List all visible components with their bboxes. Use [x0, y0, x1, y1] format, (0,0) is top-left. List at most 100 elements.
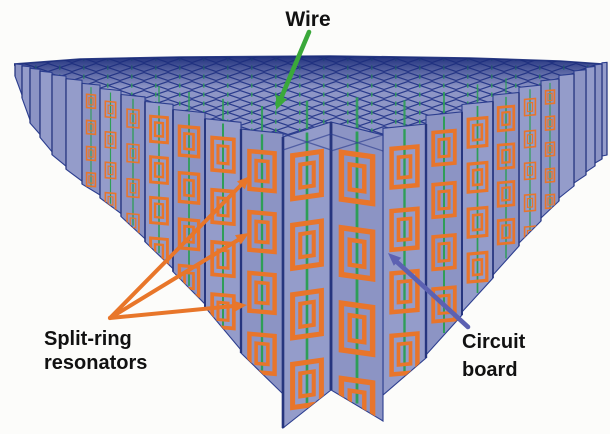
outer-ring: [338, 149, 376, 207]
outer-ring: [210, 135, 236, 174]
split-ring-resonator: [247, 148, 277, 194]
inner-ring: [216, 143, 230, 166]
inner-ring: [396, 278, 413, 305]
circuit-board-face: [573, 69, 587, 185]
outer-ring: [290, 148, 324, 202]
split-ring-resonator: [290, 148, 324, 202]
inner-ring: [437, 189, 451, 211]
inner-ring: [183, 131, 195, 152]
inner-ring: [347, 161, 367, 194]
outer-ring: [247, 270, 277, 316]
board-decor: [85, 87, 97, 188]
split-ring-resonator: [466, 205, 489, 239]
inner-ring: [88, 123, 94, 132]
inner-ring: [501, 223, 511, 240]
outer-ring: [496, 104, 516, 133]
inner-ring: [153, 161, 165, 179]
split-ring-resonator: [290, 357, 324, 411]
inner-ring: [88, 175, 94, 184]
split-ring-resonator: [247, 209, 277, 255]
split-ring-resonator: [544, 193, 556, 210]
split-ring-resonator: [177, 124, 201, 159]
circuit-board-face: [14, 63, 23, 96]
board-decor: [466, 105, 489, 293]
inner-ring: [396, 341, 413, 367]
circuit-board-face: [558, 73, 575, 200]
inner-ring: [298, 160, 316, 190]
outer-ring: [338, 299, 376, 358]
circuit-board-label-line1: Circuit: [462, 331, 526, 353]
outer-ring: [177, 124, 201, 159]
outer-ring: [85, 145, 97, 162]
outer-ring: [85, 171, 97, 188]
inner-ring: [183, 178, 195, 198]
outer-ring: [210, 292, 236, 331]
outer-ring: [247, 148, 277, 194]
inner-ring: [88, 96, 94, 106]
circuit-board-face: [65, 78, 83, 183]
split-ring-resonator: [544, 115, 556, 131]
split-ring-resonator: [210, 292, 236, 331]
inner-ring: [526, 197, 534, 209]
outer-ring: [523, 161, 537, 181]
inner-ring: [107, 195, 114, 206]
outer-ring: [290, 287, 324, 341]
inner-ring: [437, 137, 451, 159]
split-ring-resonator: [126, 177, 140, 199]
outer-ring: [389, 268, 420, 315]
split-ring-resonator: [149, 114, 169, 145]
split-ring-label-line1: Split-ring: [44, 328, 132, 350]
inner-ring: [471, 213, 484, 232]
outer-ring: [466, 250, 489, 284]
wire-label: Wire: [285, 8, 330, 31]
outer-ring: [466, 115, 489, 149]
outer-ring: [85, 93, 97, 110]
split-ring-resonator: [177, 170, 201, 205]
inner-ring: [501, 186, 511, 202]
split-ring-resonator: [389, 268, 420, 315]
inner-ring: [547, 92, 553, 102]
split-ring-resonator: [104, 130, 117, 149]
inner-ring: [501, 148, 511, 164]
split-ring-resonator: [104, 100, 117, 119]
split-ring-resonator: [496, 217, 516, 246]
split-ring-resonator: [496, 180, 516, 208]
board-decor: [210, 123, 236, 331]
split-ring-resonator: [431, 285, 457, 324]
inner-ring: [298, 369, 316, 399]
lattice-top-surface: [13, 55, 604, 140]
board-decor: [389, 129, 420, 377]
outer-ring: [126, 108, 140, 129]
inner-ring: [396, 154, 413, 180]
inner-ring: [547, 118, 553, 128]
outer-ring: [104, 100, 117, 119]
circuit-board-face: [39, 70, 53, 154]
wire-arrow: [276, 29, 312, 110]
split-ring-resonator: [338, 224, 376, 283]
inner-ring: [254, 341, 270, 367]
split-ring-resonator: [210, 135, 236, 174]
split-ring-resonator: [544, 89, 556, 105]
board-decor: [431, 116, 457, 333]
outer-ring: [523, 193, 537, 213]
board-decor: [126, 98, 140, 234]
outer-ring: [149, 155, 169, 186]
orange-arrow-line-2: [108, 238, 240, 320]
circuit-board-face: [601, 61, 608, 157]
board-fan-left: [14, 63, 284, 396]
inner-ring: [526, 165, 534, 177]
inner-ring: [254, 158, 270, 184]
outer-ring: [431, 180, 457, 220]
outer-ring: [496, 217, 516, 246]
inner-ring: [107, 104, 114, 115]
outer-ring: [126, 177, 140, 199]
split-ring-resonator: [544, 167, 556, 184]
outer-ring: [104, 161, 117, 180]
outer-ring: [290, 218, 324, 272]
inner-ring: [129, 147, 137, 159]
outer-ring: [496, 180, 516, 208]
outer-ring: [544, 89, 556, 105]
outer-ring: [496, 142, 516, 171]
